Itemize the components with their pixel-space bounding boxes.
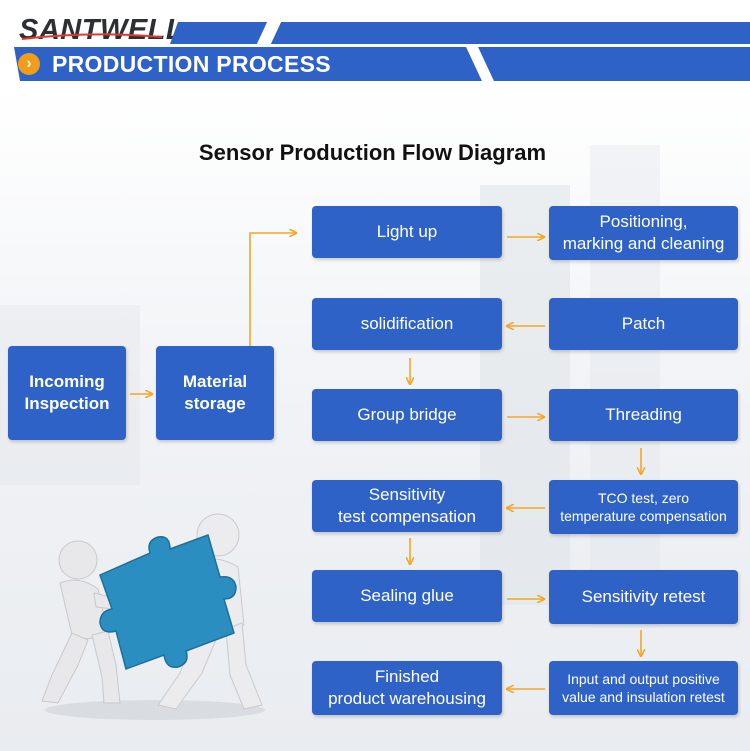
step-sensitivity-retest: Sensitivity retest: [549, 570, 738, 624]
teamwork-puzzle-illustration: [41, 513, 265, 720]
step-sensitivity-compensation: Sensitivity test compensation: [312, 480, 502, 532]
step-positioning: Positioning, marking and cleaning: [549, 206, 738, 260]
step-sealing-glue: Sealing glue: [312, 570, 502, 622]
ground-shadow: [45, 700, 265, 720]
logo-swoosh: [22, 33, 162, 40]
header-accent-bar: [170, 22, 750, 44]
step-solidification: solidification: [312, 298, 502, 350]
step-patch: Patch: [549, 298, 738, 350]
step-incoming-inspection: Incoming Inspection: [8, 346, 126, 440]
diagram-title: Sensor Production Flow Diagram: [198, 140, 547, 165]
step-finished-warehousing: Finished product warehousing: [312, 661, 502, 715]
section-title: PRODUCTION PROCESS: [52, 51, 331, 77]
puzzle-piece: [99, 534, 237, 670]
step-io-retest: Input and output positive value and insu…: [549, 661, 738, 715]
section-title-bar: [14, 47, 750, 81]
step-light-up: Light up: [312, 206, 502, 258]
brand-logo: SANTWELL: [19, 14, 185, 46]
step-tco-test: TCO test, zero temperature compensation: [549, 480, 738, 534]
chevron-right-icon: ›: [18, 53, 40, 75]
step-group-bridge: Group bridge: [312, 389, 502, 441]
step-threading: Threading: [549, 389, 738, 441]
header: SANTWELL › PRODUCTION PROCESS: [0, 0, 750, 85]
step-material-storage: Material storage: [156, 346, 274, 440]
arrow-storage-to-lightup: [249, 233, 296, 346]
